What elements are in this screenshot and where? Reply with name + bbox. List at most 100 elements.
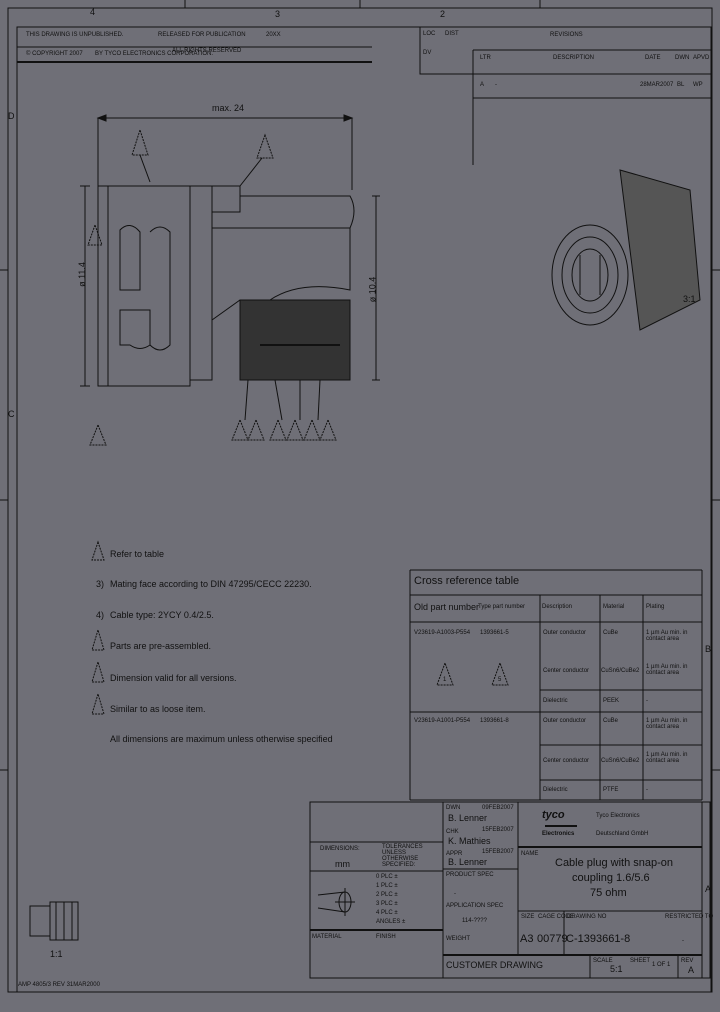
dwn-name: B. Lenner [448,813,488,823]
rev-apvd: WP [693,82,703,88]
sheet-label: SHEET [630,958,651,964]
marker: 5 [498,677,502,683]
cell-description: Outer conductor [543,718,587,724]
row-label: B [705,644,712,654]
dist-label: DIST [445,31,459,37]
appr-label: APPR [446,851,463,857]
part-name-line-2: coupling 1.6/5.6 [572,872,650,884]
old-part-number: V23619-A1003-P554 [414,630,471,636]
row-label: A [705,884,712,894]
size-label: SIZE [521,914,535,920]
part-name-line-1: Cable plug with snap-on [555,857,674,869]
old-part-number: V23619-A1001-P554 [414,718,471,724]
rev-col-apvd: APVD [693,55,710,61]
connector-side-view [29,901,79,941]
tyco-logo: tyco [542,809,565,821]
col-material: Material [603,604,625,610]
name-label: NAME [521,851,539,857]
drawing-no-label: DRAWING NO [567,914,607,920]
cell-material: CuSn6/CuBe2 [601,758,640,764]
side-view-scale-label: 1:1 [50,949,63,959]
note-1: Refer to table [110,549,165,559]
rev-description: - [495,82,497,88]
cage-code-label: CAGE CODE [538,914,575,920]
rev-col-date: DATE [645,55,661,61]
release-year: 20XX [266,32,281,38]
note-3-marker: 3) [96,579,105,589]
connector-3d-view [551,169,701,331]
form-footer: AMP 4805/3 REV 31MAR2000 [18,982,100,988]
cell-description: Center conductor [543,668,590,674]
dim-dia-right: ø 10.4 [367,276,378,303]
revisions-title: REVISIONS [550,32,583,38]
rights-reserved: ALL RIGHTS RESERVED [172,48,242,54]
application-spec: 114-???? [462,918,487,924]
dimensions-unit: mm [335,859,350,869]
appr-date: 15FEB2007 [482,849,514,855]
cell-material: PTFE [603,787,619,793]
cell-description: Dielectric [543,698,568,704]
appr-name: B. Lenner [448,857,488,867]
tolerance: ANGLES ± [376,919,406,925]
cell-material: CuSn6/CuBe2 [601,668,640,674]
col-description: Description [542,604,573,610]
rev-col-ltr: LTR [480,55,491,61]
title-block-lines [309,801,711,979]
cell-plating: 1 µm Au min. in contact area [646,718,688,730]
finish-label: FINISH [376,934,396,940]
note-4: Cable type: 2YCY 0.4/2.5. [110,610,214,620]
rev-label: REV [681,958,694,964]
dwn-date: 09FEB2007 [482,805,514,811]
cell-plating: - [646,698,648,704]
tolerance: 2 PLC ± [376,892,398,898]
rev-col-description: DESCRIPTION [553,55,595,61]
scale-label: SCALE [593,958,613,964]
restricted-label: RESTRICTED TO [665,914,714,920]
rev-dwn: BL [677,82,685,88]
part-name-line-3: 75 ohm [590,887,627,899]
tolerance: 3 PLC ± [376,901,398,907]
weight-label: WEIGHT [446,936,470,942]
type-part-number: 1393661-8 [480,718,509,724]
cell-description: Dielectric [543,787,568,793]
col-old-part: Old part number [414,602,480,612]
inner-border [16,26,712,993]
column-label: 2 [440,9,446,19]
marker: 1 [443,677,447,683]
note-7: Similar to as loose item. [110,704,206,714]
dim-length: max. 24 [212,103,245,113]
cell-plating: 1 µm Au min. in contact area [646,630,688,642]
material-label: MATERIAL [312,934,342,940]
chk-label: CHK [446,829,459,835]
col-type-part: Type part number [478,604,526,610]
cell-material: PEEK [603,698,620,704]
customer-drawing: CUSTOMER DRAWING [446,960,544,970]
note-general: All dimensions are maximum unless otherw… [110,734,333,744]
dimensions-label: DIMENSIONS: [320,846,360,852]
cell-description: Center conductor [543,758,590,764]
chk-name: K. Mathies [448,836,491,846]
rev-date: 28MAR2007 [640,82,674,88]
electronics-logo: Electronics [542,831,575,837]
product-spec-label: PRODUCT SPEC [446,872,494,878]
rev-ltr: A [480,82,485,88]
column-label: 3 [275,9,281,19]
dwn-label: DWN [446,805,461,811]
unpublished-note: THIS DRAWING IS UNPUBLISHED. [26,32,124,38]
application-spec-label: APPLICATION SPEC [446,903,504,909]
chk-date: 15FEB2007 [482,827,514,833]
cell-plating: 1 µm Au min. in contact area [646,664,688,676]
cell-plating: - [646,787,648,793]
cell-description: Outer conductor [543,630,587,636]
cell-material: CuBe [603,630,619,636]
tolerances-label: TOLERANCES UNLESS OTHERWISE SPECIFIED: [382,844,423,868]
product-spec: - [454,891,456,897]
rev-col-dwn: DWN [675,55,690,61]
copyright-owner: BY TYCO ELECTRONICS CORPORATION. [95,51,214,57]
loc-label: LOC [423,31,436,37]
restricted: - [682,938,684,944]
released-note: RELEASED FOR PUBLICATION [158,32,246,38]
cell-plating: 1 µm Au min. in contact area [646,752,688,764]
outer-border [7,7,713,993]
